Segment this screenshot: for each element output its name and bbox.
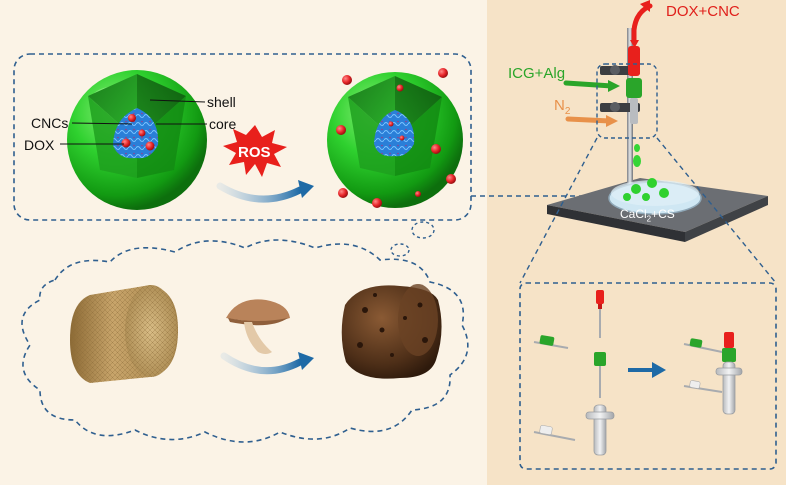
intact-sphere (67, 70, 207, 210)
needle-detail-box (519, 282, 777, 470)
shell-leader-line (149, 99, 206, 103)
dox-cnc-label: DOX+CNC (666, 3, 740, 20)
porous-carbon-block (341, 284, 442, 379)
releasing-sphere (327, 72, 463, 208)
thought-bubble-medium (411, 221, 435, 239)
cacl2-cs-label: CaCl2+CS (620, 207, 675, 224)
ros-burst (223, 125, 287, 177)
cncs-leader-line (71, 122, 133, 125)
dox-dot (138, 129, 146, 137)
mushroom-icon (226, 299, 290, 354)
n2-label: N2 (554, 97, 571, 117)
needle-zoom-box (596, 63, 658, 139)
dox-dot (121, 138, 131, 148)
cncs-label: CNCs (31, 115, 69, 131)
nanoparticle-dashed-box (13, 53, 472, 221)
assembled-needle (683, 332, 743, 415)
dox-dot (145, 141, 155, 151)
zoom-line-right (656, 137, 777, 284)
dox-dot (128, 114, 136, 122)
carbonization-arrow-head (298, 352, 314, 370)
icg-alg-label: ICG+Alg (508, 65, 566, 82)
icg-alg-inflow-arrow (563, 80, 615, 89)
n2-inflow-arrow (565, 116, 613, 124)
released-dox (336, 68, 456, 208)
shell-label: shell (207, 94, 236, 110)
thought-bubble-small (390, 243, 410, 257)
ros-label: ROS (238, 144, 271, 161)
wood-cylinder (70, 285, 178, 383)
dox-label: DOX (24, 137, 55, 153)
release-arrow-head (298, 180, 314, 198)
carbonization-arrow (220, 352, 304, 375)
release-arrow (216, 182, 304, 203)
zoom-line-left (519, 137, 598, 284)
core-label: core (209, 116, 237, 132)
exploded-needle-parts (533, 290, 615, 456)
